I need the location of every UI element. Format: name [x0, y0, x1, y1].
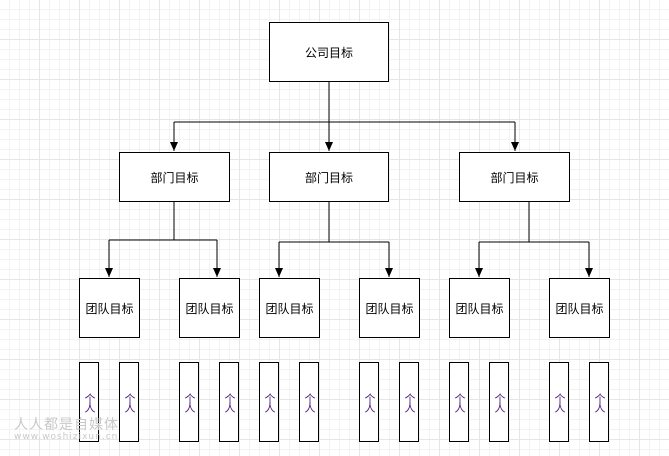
company-goal-node[interactable]: 公司目标	[269, 22, 389, 82]
team-goal-label: 团队目标	[365, 301, 414, 316]
individual-node-1[interactable]: 个人	[79, 362, 99, 442]
team-goal-label: 团队目标	[555, 301, 604, 316]
team-goal-node-6[interactable]: 团队目标	[549, 278, 610, 338]
individual-node-7[interactable]: 个人	[359, 362, 379, 442]
team-goal-label: 团队目标	[265, 301, 314, 316]
team-goal-label: 团队目标	[85, 301, 134, 316]
department-goal-node-1[interactable]: 部门目标	[119, 152, 230, 202]
individual-label: 个人	[223, 393, 236, 411]
team-goal-node-4[interactable]: 团队目标	[359, 278, 420, 338]
individual-label: 个人	[453, 393, 466, 411]
department-goal-label: 部门目标	[150, 170, 199, 185]
department-goal-node-3[interactable]: 部门目标	[459, 152, 570, 202]
department-goal-node-2[interactable]: 部门目标	[269, 152, 389, 202]
team-goal-node-1[interactable]: 团队目标	[79, 278, 140, 338]
individual-node-12[interactable]: 个人	[589, 362, 609, 442]
individual-label: 个人	[493, 393, 506, 411]
individual-label: 个人	[593, 393, 606, 411]
connector-dept-1-trunk	[109, 202, 217, 241]
team-goal-node-3[interactable]: 团队目标	[259, 278, 320, 338]
department-goal-label: 部门目标	[304, 170, 353, 185]
individual-node-6[interactable]: 个人	[299, 362, 319, 442]
individual-node-4[interactable]: 个人	[219, 362, 239, 442]
department-goal-label: 部门目标	[490, 170, 539, 185]
individual-node-9[interactable]: 个人	[449, 362, 469, 442]
individual-node-3[interactable]: 个人	[179, 362, 199, 442]
individual-label: 个人	[263, 393, 276, 411]
individual-label: 个人	[123, 393, 136, 411]
connector-dept-2-trunk	[279, 202, 389, 243]
individual-node-10[interactable]: 个人	[489, 362, 509, 442]
individual-node-8[interactable]: 个人	[399, 362, 419, 442]
company-goal-label: 公司目标	[304, 45, 353, 60]
individual-node-2[interactable]: 个人	[119, 362, 139, 442]
individual-label: 个人	[403, 393, 416, 411]
individual-node-11[interactable]: 个人	[549, 362, 569, 442]
team-goal-node-2[interactable]: 团队目标	[179, 278, 240, 338]
individual-label: 个人	[183, 393, 196, 411]
team-goal-label: 团队目标	[455, 301, 504, 316]
individual-label: 个人	[553, 393, 566, 411]
team-goal-node-5[interactable]: 团队目标	[449, 278, 510, 338]
team-goal-label: 团队目标	[185, 301, 234, 316]
individual-label: 个人	[83, 393, 96, 411]
individual-label: 个人	[303, 393, 316, 411]
individual-node-5[interactable]: 个人	[259, 362, 279, 442]
individual-label: 个人	[363, 393, 376, 411]
connector-dept-3-trunk	[479, 202, 589, 243]
